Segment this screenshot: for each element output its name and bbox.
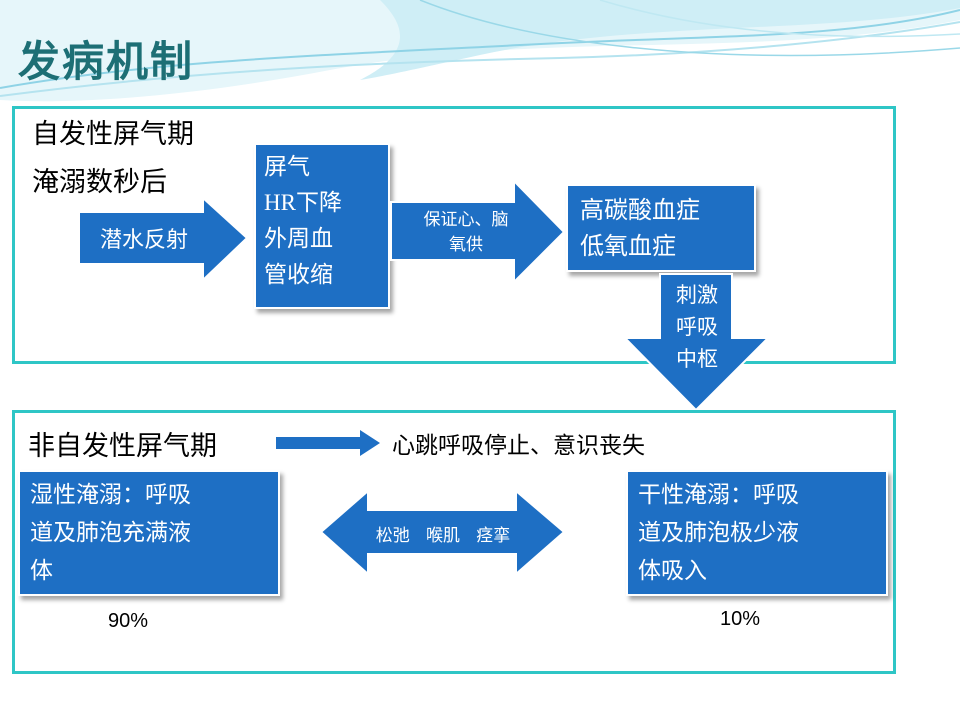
ensure-supply-label-2: 氧供 (449, 235, 483, 255)
dry-drowning-box: 干性淹溺：呼吸 道及肺泡极少液 体吸入 (626, 470, 888, 596)
wet-drowning-line-2: 道及肺泡充满液 (30, 520, 191, 546)
wet-drowning-line-3: 体 (30, 558, 53, 584)
non-spontaneous-apnea-panel (12, 410, 896, 674)
dry-drowning-percent: 10% (720, 608, 761, 630)
wet-drowning-line-1: 湿性淹溺：呼吸 (30, 482, 191, 508)
dry-drowning-line-2: 道及肺泡极少液 (638, 520, 799, 546)
arrest-result-text: 心跳呼吸停止、意识丧失 (392, 433, 645, 459)
dive-reflex-arrow (78, 195, 249, 283)
arrest-arrow (276, 430, 380, 456)
respiratory-label: 呼吸 (676, 315, 718, 339)
laryngospasm-label: 松弛 喉肌 痉挛 (375, 526, 511, 546)
ensure-supply-label-1: 保证心、脑 (423, 210, 509, 230)
slide-title: 发病机制 (18, 37, 195, 86)
wet-drowning-box: 湿性淹溺：呼吸 道及肺泡充满液 体 (18, 470, 280, 596)
center-label: 中枢 (676, 347, 718, 371)
dry-drowning-line-3: 体吸入 (638, 558, 707, 584)
dive-reflex-label: 潜水反射 (99, 228, 188, 253)
header-wave-decoration (0, 0, 960, 102)
spontaneous-apnea-panel (12, 106, 896, 364)
stimulate-label: 刺激 (676, 283, 718, 307)
spontaneous-apnea-heading: 自发性屏气期 (32, 119, 194, 150)
ensure-oxygen-supply-arrow (390, 178, 566, 285)
hypercapnia-box: 高碳酸血症 低氧血症 (566, 184, 756, 272)
laryngospasm-double-arrow (319, 488, 566, 577)
breath-hold-line: 屏气 (264, 154, 310, 180)
peripheral-line: 外周血 (264, 226, 333, 252)
dry-drowning-line-1: 干性淹溺：呼吸 (638, 482, 799, 508)
hypercapnia-line: 高碳酸血症 (580, 196, 700, 224)
hypoxemia-line: 低氧血症 (580, 232, 676, 260)
vasoconstriction-line: 管收缩 (264, 262, 333, 288)
drowning-seconds-label: 淹溺数秒后 (32, 167, 167, 198)
breath-hold-box: 屏气 HR下降 外周血 管收缩 (254, 143, 390, 309)
heart-rate-line: HR下降 (264, 190, 342, 215)
wet-drowning-percent: 90% (108, 610, 149, 632)
non-spontaneous-apnea-heading: 非自发性屏气期 (28, 431, 217, 462)
stimulate-respiratory-center-arrow (622, 273, 771, 412)
